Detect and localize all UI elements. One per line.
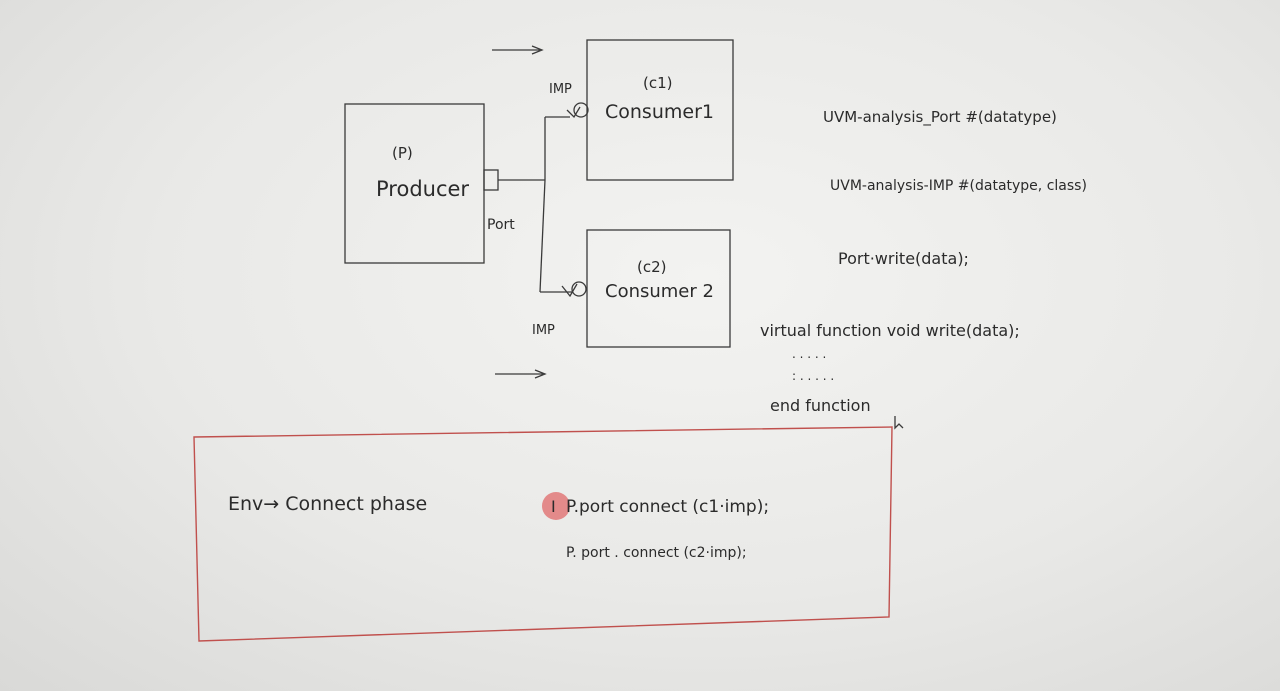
imp-circle-icon — [573, 102, 589, 118]
port-label: Port — [487, 217, 515, 233]
bottom-arrow — [495, 369, 547, 379]
producer-block: (P) Producer Port — [344, 103, 515, 264]
notes-column: UVM-analysis_Port #(datatype) UVM-analys… — [760, 108, 1087, 415]
connect-phase-box: Env→ Connect phase I P.port connect (c1·… — [193, 426, 893, 642]
cursor-highlight — [542, 492, 570, 520]
text-cursor-icon: I — [551, 497, 556, 516]
connect-statement-1: P.port connect (c1·imp); — [566, 497, 769, 517]
note-ellipsis-1: . . . . . — [792, 347, 826, 361]
imp-arrow-icon — [561, 283, 578, 298]
mouse-pointer-icon — [894, 416, 904, 430]
consumer2-box — [586, 229, 731, 348]
producer-name: Producer — [376, 177, 469, 201]
note-ellipsis-2: : . . . . . — [792, 369, 834, 383]
consumer1-box — [586, 39, 734, 181]
note-analysis-imp: UVM-analysis-IMP #(datatype, class) — [830, 178, 1087, 194]
consumer1-tag: (c1) — [643, 74, 673, 92]
connect-frame — [193, 426, 893, 642]
connect-statement-2: P. port . connect (c2·imp); — [566, 545, 747, 561]
imp-arrow-icon — [566, 106, 581, 119]
consumer2-block: (c2) Consumer 2 IMP — [532, 229, 731, 348]
note-port-write: Port·write(data); — [838, 249, 969, 268]
note-end-function: end function — [770, 396, 871, 415]
consumer2-name: Consumer 2 — [605, 281, 714, 302]
connection-wires — [498, 116, 572, 293]
connect-title: Env→ Connect phase — [228, 493, 427, 515]
consumer2-imp-label: IMP — [532, 323, 555, 338]
consumer1-block: IMP (c1) Consumer1 — [549, 39, 734, 181]
imp-circle-icon — [571, 281, 587, 297]
producer-tag: (P) — [392, 144, 413, 162]
top-arrow — [492, 45, 544, 55]
note-analysis-port: UVM-analysis_Port #(datatype) — [823, 108, 1057, 127]
consumer2-tag: (c2) — [637, 258, 667, 276]
note-virtual-function: virtual function void write(data); — [760, 321, 1020, 340]
consumer1-name: Consumer1 — [605, 101, 714, 123]
consumer1-imp-label: IMP — [549, 82, 572, 97]
